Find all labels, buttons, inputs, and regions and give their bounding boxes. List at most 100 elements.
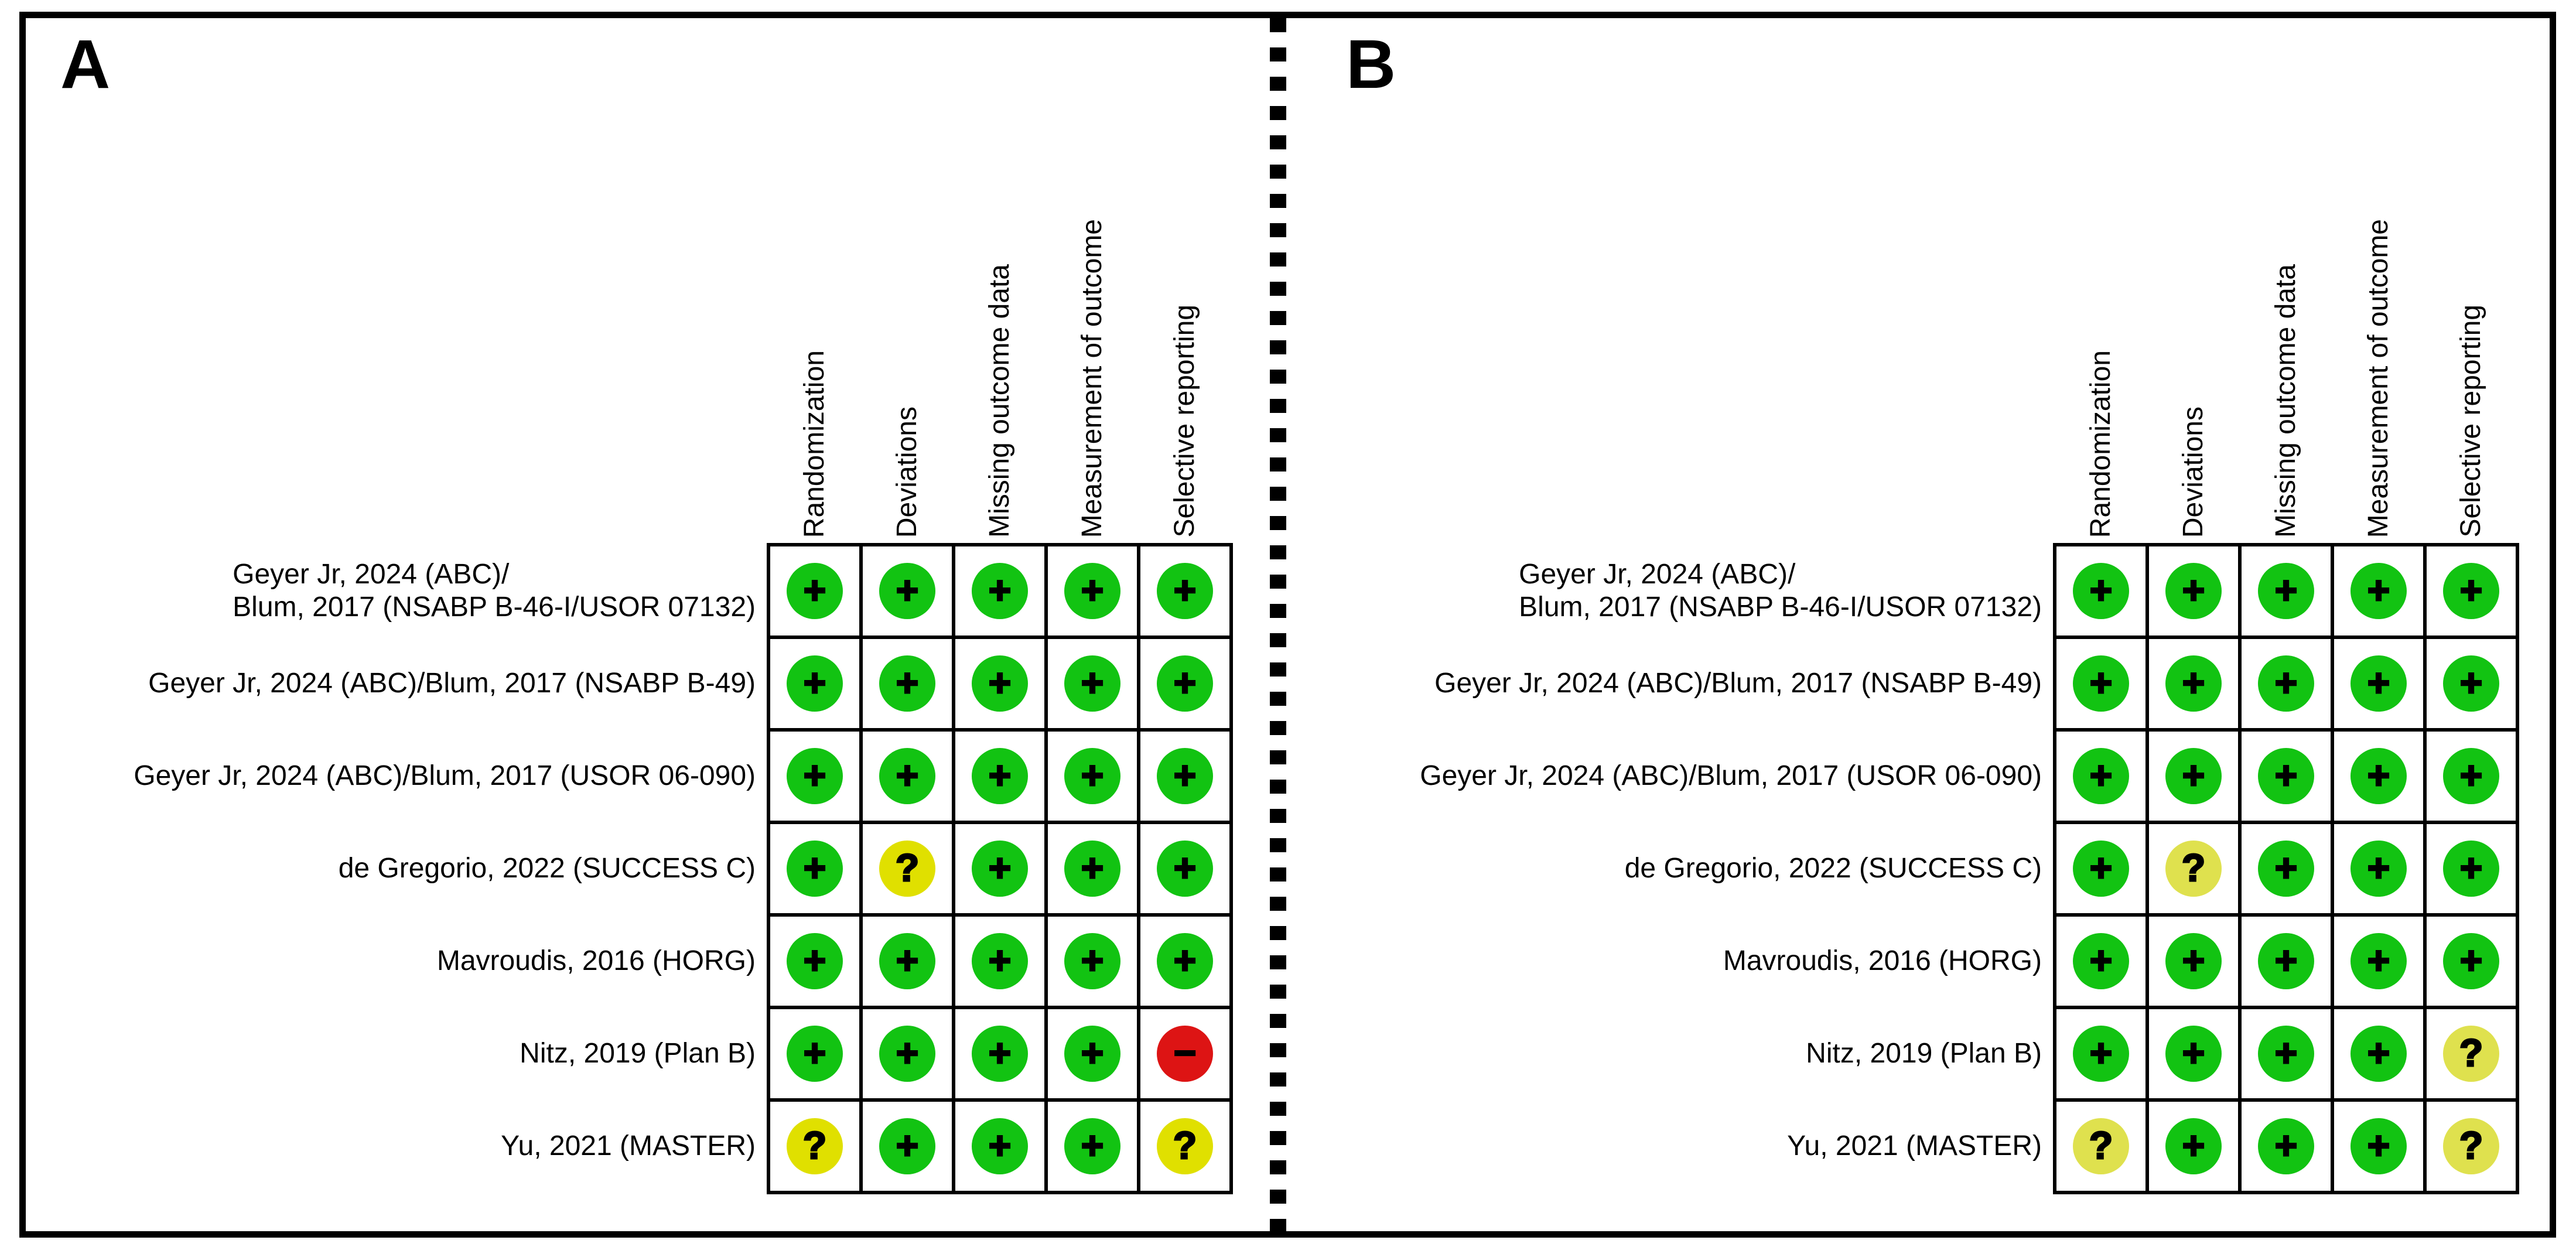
judgment-positive-icon: + xyxy=(787,748,843,804)
panel-b-judgment-grid: ++++++++++++++++?++++++++++++??+++? xyxy=(2053,543,2519,1194)
judgment-cell: + xyxy=(2332,1100,2425,1193)
judgment-cell: + xyxy=(768,637,861,730)
judgment-cell: + xyxy=(1139,822,1231,915)
judgment-cell: + xyxy=(2147,730,2240,822)
study-label-text: Geyer Jr, 2024 (ABC)/Blum, 2017 (NSABP B… xyxy=(1434,668,2042,699)
column-header: Selective reporting xyxy=(1139,82,1231,538)
judgment-positive-icon: + xyxy=(2443,933,2499,989)
judgment-positive-icon: + xyxy=(972,655,1028,712)
judgment-positive-icon: + xyxy=(972,1118,1028,1174)
study-label: Geyer Jr, 2024 (ABC)/ Blum, 2017 (NSABP … xyxy=(1286,545,2042,637)
judgment-cell: + xyxy=(2147,545,2240,637)
judgment-cell: + xyxy=(2055,915,2147,1007)
column-header: Measurement of outcome xyxy=(2332,82,2425,538)
judgment-cell: + xyxy=(861,1007,954,1100)
judgment-positive-icon: + xyxy=(2165,933,2222,989)
study-label: Nitz, 2019 (Plan B) xyxy=(0,1007,756,1100)
judgment-positive-icon: + xyxy=(2258,563,2314,619)
judgment-cell: + xyxy=(2425,915,2517,1007)
judgment-cell: + xyxy=(2332,915,2425,1007)
judgment-cell: + xyxy=(861,637,954,730)
judgment-cell: + xyxy=(1046,1100,1139,1193)
judgment-cell: + xyxy=(2240,915,2332,1007)
judgment-positive-icon: + xyxy=(2350,841,2407,897)
judgment-unclear-icon: ? xyxy=(2073,1118,2129,1174)
judgment-positive-icon: + xyxy=(1157,748,1213,804)
judgment-cell: + xyxy=(1046,730,1139,822)
study-label-text: de Gregorio, 2022 (SUCCESS C) xyxy=(1624,853,2042,884)
judgment-cell: + xyxy=(1046,915,1139,1007)
column-header: Deviations xyxy=(861,82,954,538)
judgment-cell: + xyxy=(954,730,1046,822)
judgment-cell: + xyxy=(2055,822,2147,915)
judgment-cell: + xyxy=(2240,1007,2332,1100)
judgment-cell: + xyxy=(2240,637,2332,730)
judgment-cell: + xyxy=(2332,730,2425,822)
judgment-positive-icon: + xyxy=(879,655,935,712)
judgment-positive-icon: + xyxy=(2073,933,2129,989)
study-label: Geyer Jr, 2024 (ABC)/Blum, 2017 (USOR 06… xyxy=(1286,730,2042,822)
judgment-cell: + xyxy=(768,822,861,915)
judgment-cell: + xyxy=(1046,822,1139,915)
judgment-positive-icon: + xyxy=(2165,563,2222,619)
judgment-positive-icon: + xyxy=(787,841,843,897)
judgment-cell: + xyxy=(861,545,954,637)
judgment-positive-icon: + xyxy=(2350,1118,2407,1174)
judgment-cell: + xyxy=(1139,637,1231,730)
judgment-positive-icon: + xyxy=(2073,841,2129,897)
judgment-cell: + xyxy=(2425,545,2517,637)
column-header: Deviations xyxy=(2147,82,2240,538)
judgment-cell: + xyxy=(2055,730,2147,822)
study-label-text: Yu, 2021 (MASTER) xyxy=(1787,1130,2042,1161)
judgment-cell: + xyxy=(2332,637,2425,730)
judgment-unclear-icon: ? xyxy=(787,1118,843,1174)
judgment-positive-icon: + xyxy=(2350,1026,2407,1082)
judgment-positive-icon: + xyxy=(2350,748,2407,804)
judgment-positive-icon: + xyxy=(1064,933,1120,989)
panel-b-label: B xyxy=(1346,26,1396,103)
judgment-unclear-icon: ? xyxy=(2443,1026,2499,1082)
judgment-positive-icon: + xyxy=(787,1026,843,1082)
column-header-label: Measurement of outcome xyxy=(2362,218,2394,538)
study-label: Mavroudis, 2016 (HORG) xyxy=(0,915,756,1007)
judgment-cell: ? xyxy=(1139,1100,1231,1193)
column-header-label: Measurement of outcome xyxy=(1076,218,1108,538)
judgment-positive-icon: + xyxy=(1157,841,1213,897)
judgment-positive-icon: + xyxy=(787,655,843,712)
judgment-positive-icon: + xyxy=(879,1118,935,1174)
judgment-cell: + xyxy=(768,1007,861,1100)
study-label-text: Geyer Jr, 2024 (ABC)/Blum, 2017 (USOR 06… xyxy=(134,760,756,791)
column-header: Randomization xyxy=(768,82,861,538)
panel-a-judgment-grid: ++++++++++++++++?++++++++++++−?+++? xyxy=(767,543,1233,1194)
column-header-label: Randomization xyxy=(798,350,830,538)
judgment-cell: + xyxy=(1139,545,1231,637)
column-header: Missing outcome data xyxy=(2240,82,2332,538)
column-header: Randomization xyxy=(2055,82,2147,538)
judgment-cell: ? xyxy=(768,1100,861,1193)
judgment-positive-icon: + xyxy=(2443,563,2499,619)
study-label-text: Yu, 2021 (MASTER) xyxy=(501,1130,756,1161)
column-header-label: Randomization xyxy=(2085,350,2116,538)
judgment-positive-icon: + xyxy=(972,563,1028,619)
judgment-cell: + xyxy=(861,915,954,1007)
judgment-positive-icon: + xyxy=(2258,841,2314,897)
column-header-label: Selective reporting xyxy=(2455,305,2486,538)
study-label: Mavroudis, 2016 (HORG) xyxy=(1286,915,2042,1007)
judgment-negative-icon: − xyxy=(1157,1026,1213,1082)
judgment-positive-icon: + xyxy=(879,748,935,804)
study-label: de Gregorio, 2022 (SUCCESS C) xyxy=(1286,822,2042,915)
judgment-positive-icon: + xyxy=(972,1026,1028,1082)
judgment-positive-icon: + xyxy=(2165,655,2222,712)
judgment-cell: + xyxy=(2332,1007,2425,1100)
column-header-label: Missing outcome data xyxy=(983,264,1015,538)
judgment-cell: + xyxy=(768,545,861,637)
judgment-positive-icon: + xyxy=(2443,655,2499,712)
judgment-positive-icon: + xyxy=(2258,655,2314,712)
column-header: Measurement of outcome xyxy=(1046,82,1139,538)
judgment-cell: + xyxy=(2240,1100,2332,1193)
study-label: Geyer Jr, 2024 (ABC)/Blum, 2017 (NSABP B… xyxy=(1286,637,2042,730)
judgment-cell: + xyxy=(1046,637,1139,730)
figure-border xyxy=(19,12,2556,1238)
judgment-cell: + xyxy=(2332,545,2425,637)
